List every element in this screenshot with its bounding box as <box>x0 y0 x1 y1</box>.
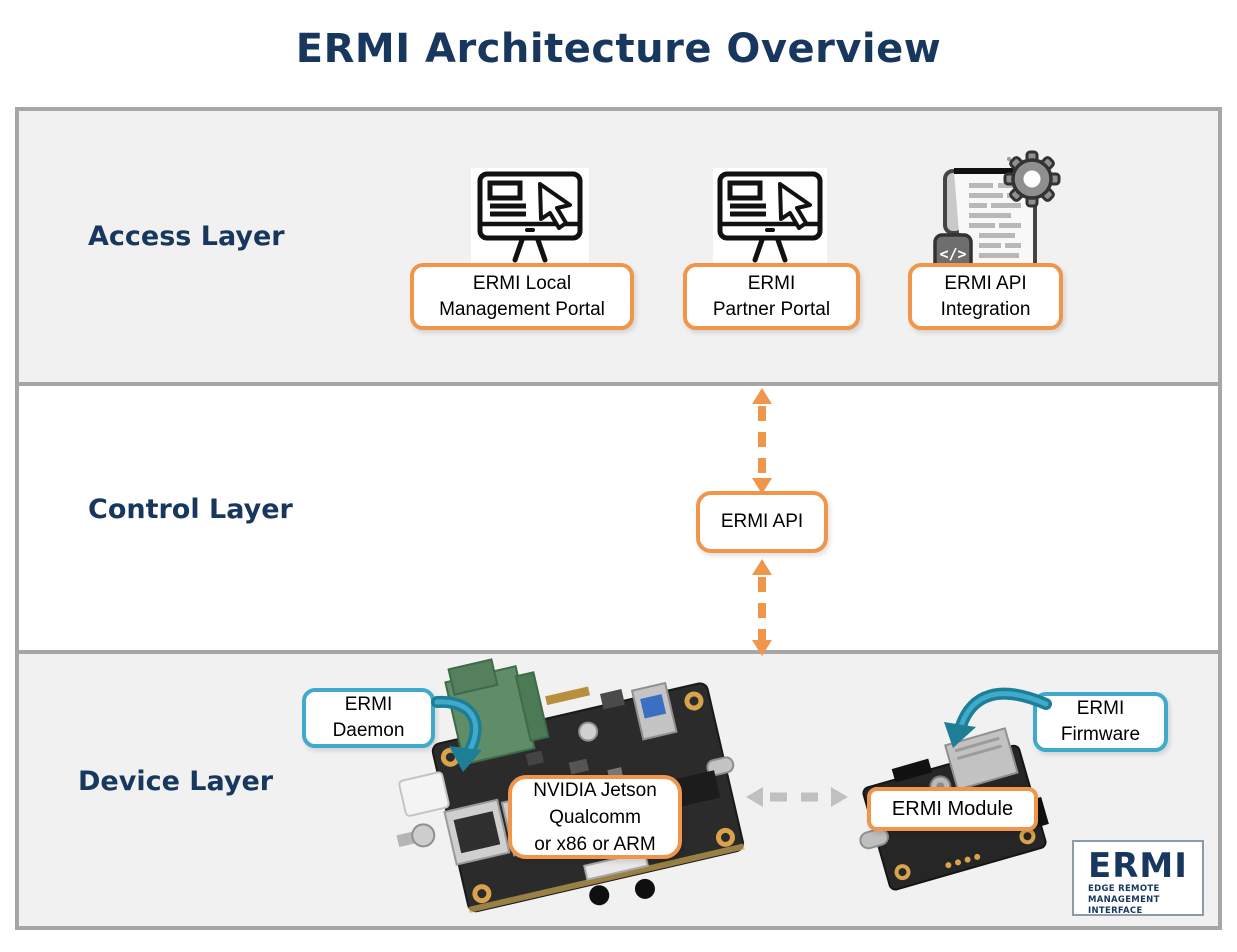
ermi-daemon-line1: ERMI <box>344 694 393 715</box>
ermi-daemon-box: ERMI Daemon <box>302 688 435 748</box>
host-board-line2: Qualcomm <box>549 806 641 828</box>
ermi-firmware-line2: Firmware <box>1060 724 1141 745</box>
ermi-firmware-box: ERMI Firmware <box>1033 692 1168 752</box>
monitor-cursor-icon <box>713 168 827 266</box>
access-item-label-line1: ERMI <box>747 272 796 294</box>
code-badge-glyph: </> <box>939 245 966 263</box>
ermi-logo-sub1: EDGE REMOTE <box>1088 884 1160 894</box>
access-item-label-line2: Integration <box>940 298 1031 320</box>
control-layer-label: Control Layer <box>88 494 293 525</box>
api-document-gear-icon-svg: </> <box>933 150 1061 308</box>
ermi-module-box: ERMI Module <box>867 787 1038 831</box>
access-layer: Access Layer ERMI Local Management Por <box>15 107 1222 386</box>
monitor-cursor-icon-svg <box>717 171 823 263</box>
access-item-label-line2: Partner Portal <box>712 298 831 320</box>
access-item-label-line1: ERMI Local <box>472 272 572 294</box>
device-layer: Device Layer <box>15 650 1222 930</box>
ermi-api-box: ERMI API <box>696 491 828 553</box>
device-layer-label: Device Layer <box>78 766 274 797</box>
ermi-logo-sub2: MANAGEMENT INTERFACE <box>1088 895 1160 916</box>
ermi-module-label: ERMI Module <box>891 798 1014 820</box>
host-board-line3: or x86 or ARM <box>534 833 656 855</box>
access-item-api-integration: ERMI API Integration <box>908 263 1063 330</box>
ermi-api-label: ERMI API <box>720 511 804 532</box>
monitor-cursor-icon-svg <box>477 171 583 263</box>
access-item-partner-portal: ERMI Partner Portal <box>683 263 860 330</box>
host-board-line1: NVIDIA Jetson <box>533 779 657 801</box>
control-layer: Control Layer ERMI API <box>15 382 1222 654</box>
layer-stack: Access Layer ERMI Local Management Por <box>15 107 1222 930</box>
access-layer-label: Access Layer <box>88 221 285 252</box>
access-item-local-portal: ERMI Local Management Portal <box>410 263 634 330</box>
ermi-logo-wordmark: ERMI <box>1088 846 1188 886</box>
api-document-gear-icon: </> <box>931 149 1061 321</box>
access-item-label-line2: Management Portal <box>439 298 605 320</box>
access-item-label-line1: ERMI API <box>944 272 1027 294</box>
page-title: ERMI Architecture Overview <box>295 26 942 72</box>
ermi-logo: ERMI EDGE REMOTE MANAGEMENT INTERFACE <box>1072 840 1204 916</box>
host-board-box: NVIDIA Jetson Qualcomm or x86 or ARM <box>508 775 682 859</box>
ermi-firmware-line1: ERMI <box>1076 698 1125 719</box>
gear-icon <box>1003 150 1061 208</box>
ermi-daemon-line2: Daemon <box>332 720 405 741</box>
monitor-cursor-icon <box>471 168 589 266</box>
